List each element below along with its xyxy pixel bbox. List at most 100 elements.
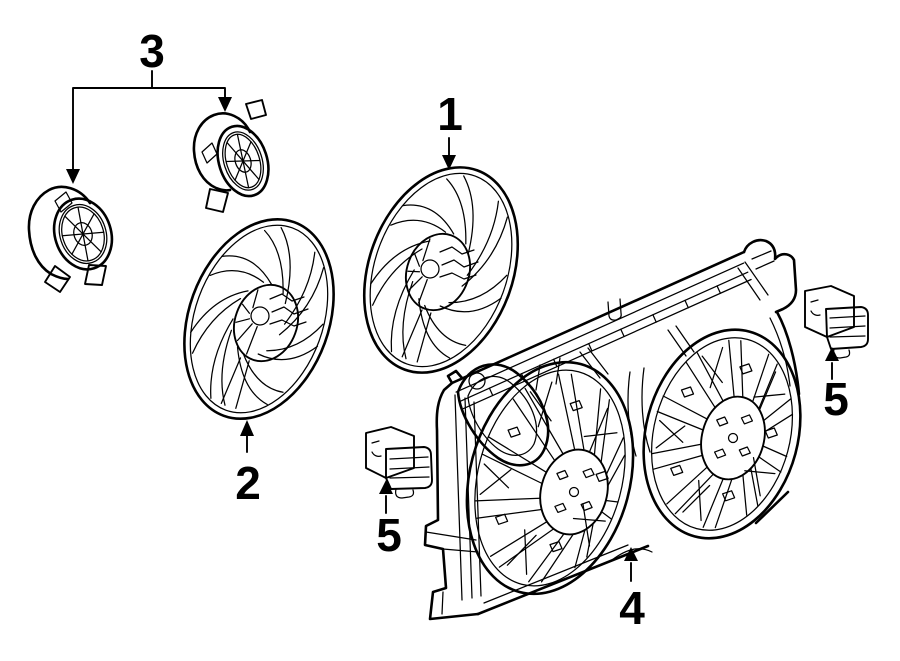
fan-hub-spoke	[241, 303, 251, 314]
shroud-hub-cutout	[580, 500, 593, 512]
fan-blade-edge	[370, 240, 431, 285]
callout-3[interactable]: 3	[66, 25, 232, 184]
shroud-fan-slot	[680, 386, 695, 398]
shroud-corner-detail	[737, 250, 775, 301]
fan-hub-zigzag	[441, 259, 479, 268]
shroud-fan-spoke	[489, 521, 548, 557]
fan-blade-edge	[236, 346, 268, 406]
motor-center-hub	[234, 149, 252, 173]
shroud-fan-brace	[698, 479, 702, 522]
fan-hub-spoke	[417, 278, 428, 304]
motor-spoke	[71, 213, 95, 255]
shroud-fan-spoke	[751, 353, 770, 403]
shroud-fan-brace	[506, 534, 537, 566]
callout-1-label[interactable]: 1	[437, 88, 463, 140]
motor-body	[27, 185, 92, 281]
callout-5-right-label[interactable]: 5	[823, 373, 849, 425]
shroud-band-line	[459, 271, 749, 402]
fan-blade-edge	[209, 270, 265, 283]
shroud-bottom-edge-inner	[483, 544, 653, 604]
shroud-hub-cutout	[716, 416, 729, 427]
motor-face-rim	[52, 197, 114, 271]
connector-right	[804, 285, 869, 359]
shroud-fan-spoke	[758, 456, 782, 473]
callout-5-left[interactable]: 5	[376, 480, 402, 561]
shroud-fan-spoke	[593, 388, 602, 456]
fan-outer-rim	[183, 217, 335, 421]
callout-5-left-arrowhead	[379, 480, 393, 494]
callout-1[interactable]: 1	[437, 88, 463, 170]
fan-motor-right	[192, 99, 270, 213]
shroud-right-edge	[775, 310, 801, 396]
fan-blade-edge	[221, 255, 272, 285]
callout-4[interactable]: 4	[619, 547, 645, 634]
fan-hub-spoke	[422, 238, 431, 262]
fan-blade-edge	[283, 251, 316, 325]
fan-hub-spoke	[408, 276, 423, 291]
shroud-fan-opening-left	[465, 360, 635, 596]
shroud-fan-slot	[670, 464, 684, 477]
shroud-hub-cutout	[740, 414, 754, 425]
fan-blade-edge	[257, 345, 319, 361]
shroud-band-slot-tick	[620, 328, 625, 338]
fan-hub-spoke	[413, 252, 421, 267]
motor-face-ring	[222, 131, 264, 191]
shroud-fan-spoke	[656, 410, 704, 431]
shroud-fan-spoke	[605, 437, 624, 476]
shroud-fan-brace	[589, 407, 609, 452]
fan-hub-spoke	[235, 318, 251, 323]
shroud-fan-spoke	[758, 363, 778, 410]
fan-hub-zigzag	[269, 319, 307, 327]
callout-4-arrowhead	[624, 547, 638, 561]
shroud-fan-ring-outer	[465, 360, 635, 596]
shroud-fan-spoke	[570, 373, 585, 451]
callout-3-arrowhead-left	[66, 169, 80, 184]
fan-hub-channel	[416, 312, 432, 363]
fan-hub-spoke	[245, 325, 258, 355]
callout-5-right-arrowhead	[825, 347, 839, 361]
connector-tab	[395, 488, 415, 499]
motor-center-hub	[73, 222, 93, 246]
callout-2-label[interactable]: 2	[235, 457, 261, 509]
shroud-fan-spoke	[607, 454, 626, 487]
shroud-left-pillar	[423, 369, 480, 621]
callout-2-arrowhead	[240, 420, 254, 436]
shroud-fan-brace	[753, 393, 786, 398]
callout-5-left-label[interactable]: 5	[376, 509, 402, 561]
shroud-fan-brace	[529, 391, 552, 422]
callout-3-bracket	[72, 70, 226, 172]
shroud-fan-spoke	[714, 478, 733, 529]
motor-mount-tabs	[44, 264, 107, 293]
shroud-fan-brace	[658, 419, 684, 443]
shroud-hose-loop-inner	[467, 375, 538, 456]
fan-outer-rim	[362, 166, 520, 374]
shroud-hub-cutout	[738, 446, 751, 457]
fan-hub-spoke	[236, 323, 253, 342]
shroud-fan-opening-right	[642, 328, 802, 540]
shroud-fan-spoke	[586, 522, 594, 558]
fan-blade-1	[362, 166, 520, 374]
motor-face-ring	[58, 203, 108, 265]
fan-blade-edge	[242, 352, 284, 393]
fan-blade-edge	[446, 178, 467, 245]
shroud-fan-slot	[494, 513, 509, 525]
fan-hub-spoke	[252, 289, 259, 309]
shroud-fan-brace	[682, 484, 711, 513]
fan-hub-zigzag	[271, 306, 309, 315]
callout-2[interactable]: 2	[235, 420, 261, 509]
shroud-fan-spoke	[512, 398, 556, 462]
shroud-fan-brace	[744, 470, 776, 475]
shroud-fan-brace	[572, 517, 606, 522]
connector-plug	[825, 306, 869, 350]
callout-5-right[interactable]: 5	[823, 347, 849, 425]
shroud-fan-brace	[758, 371, 777, 411]
fan-blade-2	[183, 217, 335, 421]
shroud-band-slot-tick	[588, 342, 593, 352]
fan-motor-left	[27, 185, 114, 293]
fan-hub-zigzag	[269, 293, 305, 302]
callout-3-label[interactable]: 3	[139, 25, 165, 77]
callout-4-label[interactable]: 4	[619, 582, 645, 634]
connector-plug-ribs	[829, 315, 866, 338]
shroud-fan-spoke	[742, 474, 748, 516]
shroud-fan-hub-hole	[568, 486, 580, 498]
